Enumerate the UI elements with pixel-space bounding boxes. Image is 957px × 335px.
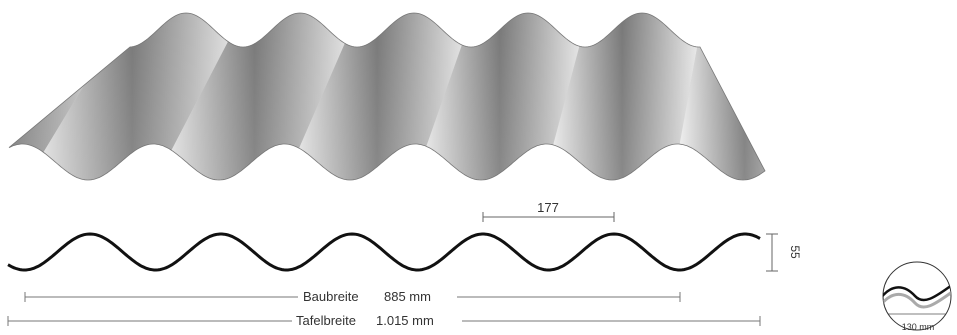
wave-height-dimension: 55	[766, 233, 802, 272]
build-width-dimension: Baubreite 885 mm	[24, 289, 681, 304]
wave-height-value: 55	[788, 245, 802, 259]
build-width-value: 885 mm	[384, 289, 431, 304]
profile-detail-circle-icon: 130 mm	[882, 261, 952, 332]
panel-width-dimension: Tafelbreite 1.015 mm	[7, 313, 761, 328]
detail-radius-value: 130 mm	[902, 322, 935, 332]
panel-width-value: 1.015 mm	[376, 313, 434, 328]
sheet-wave-shading	[801, 0, 934, 200]
panel-width-label: Tafelbreite	[296, 313, 356, 328]
profile-cross-section	[7, 232, 761, 272]
wave-pitch-value: 177	[537, 200, 559, 215]
build-width-label: Baubreite	[303, 289, 359, 304]
wave-pitch-dimension: 177	[482, 200, 615, 222]
corrugated-sheet-3d	[8, 0, 934, 200]
